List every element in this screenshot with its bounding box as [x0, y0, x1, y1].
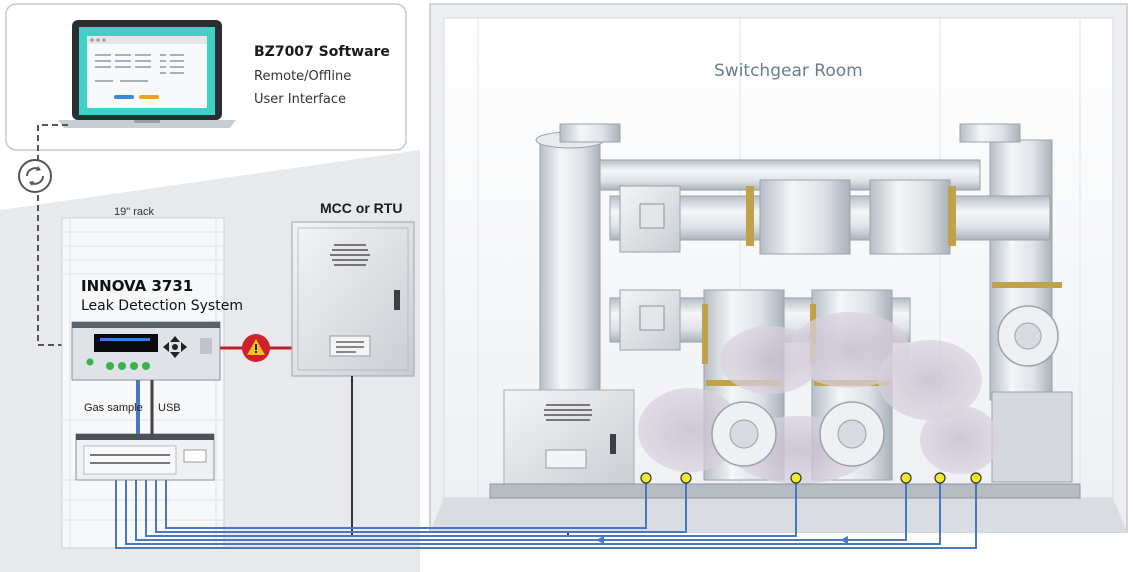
- flow-arrow-icon: [596, 536, 874, 544]
- system-name: INNOVA 3731: [81, 277, 194, 295]
- usb-label: USB: [158, 402, 181, 414]
- software-link-line: [37, 124, 72, 346]
- multipoint-sampler: [75, 433, 215, 481]
- system-description: Leak Detection System: [81, 298, 243, 314]
- sync-icon: [18, 159, 52, 193]
- sampling-tubes: [115, 478, 977, 549]
- software-panel: [5, 3, 407, 151]
- sampling-points: [640, 472, 982, 484]
- mcc-label: MCC or RTU: [320, 200, 403, 216]
- breaker-discs: [711, 305, 1059, 467]
- warning-icon: [242, 334, 270, 362]
- local-control-cabinet: [503, 389, 635, 491]
- innova-analyzer: [71, 321, 221, 381]
- software-line-1: Remote/Offline: [254, 69, 352, 84]
- software-line-2: User Interface: [254, 92, 346, 107]
- gas-sample-label: Gas sample: [84, 402, 143, 414]
- software-title: BZ7007 Software: [254, 44, 390, 60]
- mcc-cabinet: [291, 221, 415, 377]
- switchgear-base: [489, 483, 1081, 499]
- rack-frame: [61, 217, 225, 549]
- navigation-pad-icon: [163, 336, 187, 358]
- rack-label: 19" rack: [114, 206, 154, 218]
- laptop-icon: [58, 20, 236, 128]
- room-label: Switchgear Room: [714, 61, 863, 81]
